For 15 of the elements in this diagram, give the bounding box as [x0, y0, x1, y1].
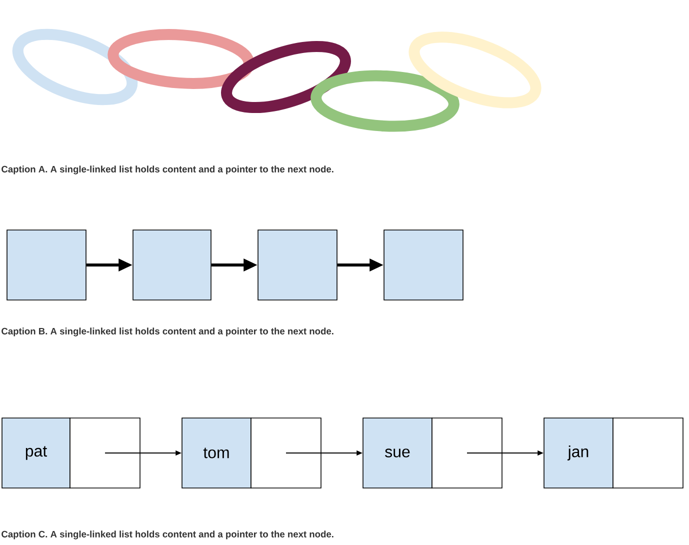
list-node-box: [258, 230, 338, 300]
caption: Caption C. A single-linked list holds content and a pointer to the next node.: [2, 530, 334, 540]
pointer-cell: [432, 418, 502, 488]
pointer-cell: [250, 418, 322, 488]
content-cell: sue: [362, 418, 432, 488]
list-node-box: [6, 230, 86, 300]
pointer-cell: [612, 418, 684, 488]
content-cell: tom: [182, 418, 252, 488]
caption: Caption B. A single-linked list holds content and a pointer to the next node.: [2, 328, 334, 336]
list-node-box: [384, 230, 464, 300]
content-cell: pat: [2, 418, 70, 488]
list-node-box: [132, 230, 212, 300]
pointer-cell: [70, 418, 140, 488]
content-cell: jan: [544, 418, 614, 488]
caption: Caption A. A single-linked list holds content and a pointer to the next node.: [2, 166, 334, 174]
